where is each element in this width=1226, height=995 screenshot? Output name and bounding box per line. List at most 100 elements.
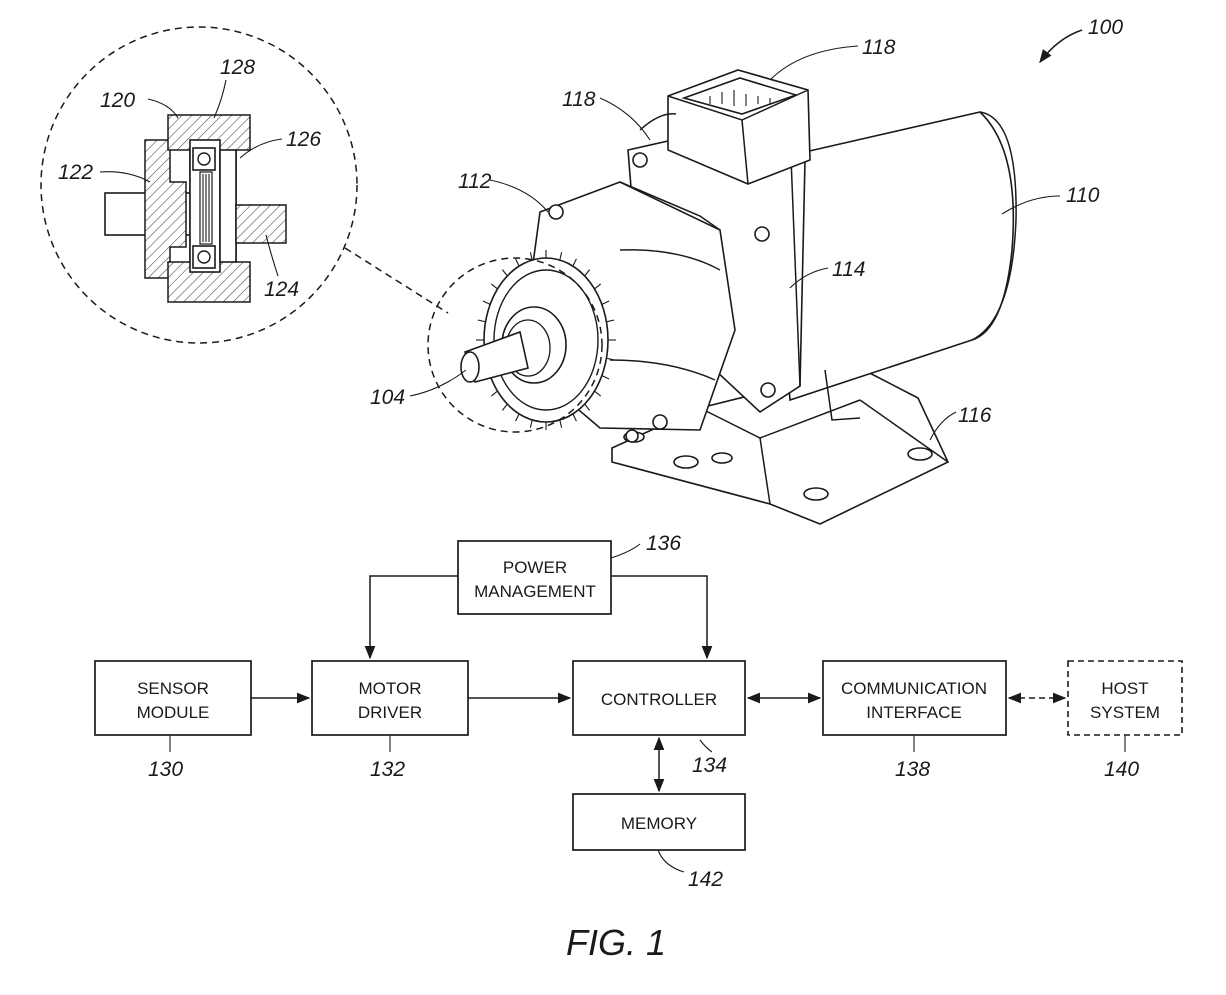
gear-tooth	[572, 258, 577, 267]
gear-tooth	[601, 300, 610, 305]
ref-112-leader	[489, 179, 549, 213]
ref-100: 100	[1088, 16, 1123, 39]
output-stub	[235, 204, 287, 244]
driver-line1: MOTOR	[359, 679, 422, 698]
gear-tooth	[584, 269, 591, 277]
base-hole-2	[907, 447, 933, 461]
memory-line1: MEMORY	[621, 814, 697, 833]
detail-view: 120 128 126 122 124	[40, 26, 449, 344]
ref-128: 128	[220, 56, 255, 79]
ref-118a-leader	[599, 97, 651, 141]
ref-100-arrow	[1039, 29, 1083, 64]
power-management-block	[457, 540, 612, 615]
gear-tooth	[594, 283, 602, 290]
ref-110: 110	[1066, 184, 1100, 207]
gear-tooth	[606, 319, 615, 323]
ref-104-leader	[409, 369, 467, 397]
controller-line1: CONTROLLER	[601, 690, 717, 709]
communication-interface-block	[822, 660, 1007, 736]
ref-126: 126	[286, 128, 321, 151]
gear-tooth	[501, 269, 508, 277]
ref-116-leader	[929, 411, 957, 441]
gear-tooth	[501, 403, 508, 411]
upper-bearing	[192, 147, 216, 171]
block-diagram: POWER MANAGEMENT 136 SENSOR MODULE 130 M…	[94, 532, 1183, 891]
gear-tooth	[606, 357, 615, 361]
controller-block	[572, 660, 746, 736]
ref-126-leader	[239, 138, 283, 159]
power-line1: POWER	[503, 558, 567, 577]
ref-128-leader	[213, 79, 227, 119]
connector-socket	[681, 77, 799, 115]
gear-tooth	[515, 258, 520, 267]
ref-134-leader	[699, 739, 713, 753]
driver-line2: DRIVER	[358, 703, 422, 722]
connector-pins	[709, 90, 771, 106]
ref-138: 138	[895, 758, 930, 781]
ref-114: 114	[832, 258, 865, 281]
detail-circle	[40, 26, 358, 344]
ref-112: 112	[458, 170, 492, 193]
base-hole-1	[673, 455, 699, 469]
ref-118b: 118	[862, 36, 896, 59]
ref-136-leader	[610, 543, 641, 559]
motor-can	[769, 111, 1015, 402]
ref-118a: 118	[562, 88, 596, 111]
shaft-detail-circle	[427, 257, 603, 433]
sensor-module-block	[94, 660, 252, 736]
gear-tooth	[601, 375, 610, 380]
gear-tooth	[559, 252, 563, 261]
gear-tooth	[490, 283, 498, 290]
sensor-line2: MODULE	[137, 703, 210, 722]
gear-tooth	[572, 413, 577, 422]
power-line2: MANAGEMENT	[474, 582, 596, 601]
gear-tooth	[584, 403, 591, 411]
right-plate	[219, 149, 237, 263]
ref-124-leader	[265, 234, 279, 277]
gear-tooth	[529, 252, 533, 261]
ref-132: 132	[370, 758, 405, 781]
power-to-driver-arrow	[364, 575, 458, 660]
gear-tooth	[594, 390, 602, 397]
ref-114-leader	[789, 267, 829, 289]
base-hole-3	[803, 487, 829, 501]
ref-116: 116	[958, 404, 992, 427]
gear-tooth	[559, 419, 563, 428]
left-flange	[144, 139, 187, 279]
ref-130: 130	[148, 758, 183, 781]
sensor-line1: SENSOR	[137, 679, 209, 698]
power-to-controller-arrow	[611, 575, 713, 660]
motor-assembly: 112 118 118 110 114 116 104	[370, 36, 1100, 525]
ref-136: 136	[646, 532, 681, 555]
ref-142: 142	[688, 868, 723, 891]
figure-caption: FIG. 1	[566, 922, 666, 963]
ref-110-leader	[1001, 195, 1061, 215]
ref-124: 124	[264, 278, 299, 301]
overall-reference: 100	[1039, 16, 1123, 64]
comm-line1: COMMUNICATION	[841, 679, 987, 698]
host-line1: HOST	[1101, 679, 1148, 698]
ref-104: 104	[370, 386, 405, 409]
detail-leader	[344, 247, 449, 314]
ref-134: 134	[692, 754, 727, 777]
motor-driver-block	[311, 660, 469, 736]
gear-tooth	[515, 413, 520, 422]
memory-block	[572, 793, 746, 851]
host-line2: SYSTEM	[1090, 703, 1160, 722]
host-system-block	[1067, 660, 1183, 736]
gear-tooth	[529, 419, 533, 428]
ref-120: 120	[100, 89, 135, 112]
ref-118b-leader	[769, 45, 859, 81]
ref-120-leader	[147, 98, 179, 119]
lower-bearing	[192, 245, 216, 269]
comm-line2: INTERFACE	[866, 703, 961, 722]
gear-tooth	[490, 390, 498, 397]
ref-140: 140	[1104, 758, 1139, 781]
ref-122-leader	[99, 171, 151, 183]
gear-tooth	[482, 300, 491, 305]
ref-122: 122	[58, 161, 93, 184]
ref-142-leader	[657, 849, 685, 873]
gear-tooth	[477, 319, 486, 323]
